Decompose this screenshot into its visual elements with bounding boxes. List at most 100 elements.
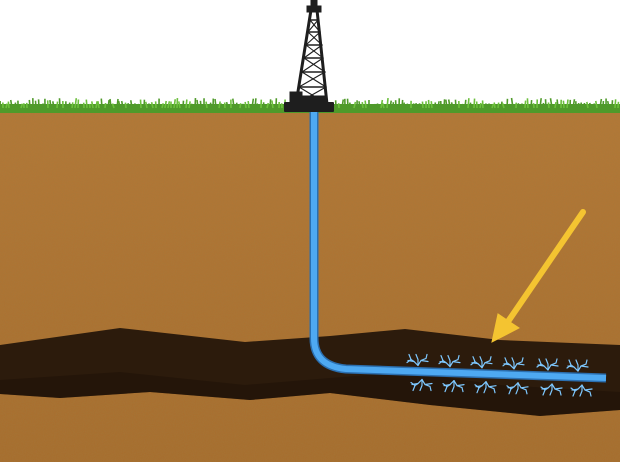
grass-blade	[473, 98, 476, 109]
fracture-branch	[542, 383, 553, 396]
grass-blade	[500, 101, 503, 109]
grass-blade	[9, 99, 13, 109]
grass-blade	[376, 103, 379, 109]
grass-blade	[28, 99, 31, 109]
fracture-branch	[517, 382, 528, 395]
grass-blade	[341, 99, 345, 109]
grass-blade	[443, 99, 446, 109]
grass-blade	[244, 101, 247, 109]
grass-blade	[467, 98, 470, 109]
fracture-branch	[451, 380, 455, 393]
grass-blade	[79, 103, 82, 109]
fracture-branch	[572, 384, 583, 397]
grass-blade	[111, 103, 115, 109]
grass-blade	[107, 99, 110, 109]
grass-blade	[450, 102, 454, 109]
fracture-icon	[438, 355, 461, 368]
fracture-icon	[442, 380, 465, 393]
fracture-branch	[476, 381, 487, 394]
grass-blade	[49, 99, 52, 109]
grass-blade	[491, 103, 495, 109]
grass-blade	[167, 101, 171, 109]
fracture-branch	[540, 386, 546, 391]
grass-blade	[239, 103, 242, 109]
fracture-branch	[506, 385, 512, 390]
grass-blade	[532, 103, 535, 109]
grass-blade	[594, 100, 598, 109]
fracture-branch	[508, 382, 519, 395]
fracture-branch	[442, 383, 448, 388]
grass-blade	[348, 102, 352, 109]
grass-blade	[549, 98, 553, 109]
grass-blade	[389, 100, 393, 109]
grass-blade	[71, 102, 74, 109]
grass-blade	[418, 103, 421, 109]
grass-blade	[556, 99, 559, 109]
fracture-branch	[417, 353, 428, 367]
fracture-branch	[584, 388, 593, 391]
fracture-branch	[554, 387, 563, 390]
grass-blade	[161, 103, 164, 109]
grass-blade	[14, 102, 17, 109]
grass-blade	[90, 101, 94, 109]
grass-blade	[454, 99, 457, 109]
fracture-branch	[513, 357, 524, 370]
grass-blade	[205, 101, 208, 109]
grass-blade	[381, 102, 385, 109]
fracture-branch	[545, 358, 549, 371]
grass-blade	[493, 102, 496, 109]
grass-blade	[547, 102, 550, 109]
grass-blade	[144, 101, 148, 109]
grass-blade	[104, 102, 107, 109]
fracture-icon	[536, 358, 559, 371]
fracture-branch	[419, 378, 423, 392]
fracture-branch	[408, 353, 419, 367]
fracture-branch	[483, 381, 487, 394]
grass-blade	[117, 100, 121, 109]
fracture-icon	[570, 384, 593, 397]
grass-blade	[256, 103, 259, 109]
grass-blade	[401, 99, 404, 109]
fracture-branch	[515, 382, 519, 395]
grass-blade	[539, 98, 542, 109]
fracture-branch	[575, 359, 579, 372]
fracture-branch	[447, 355, 451, 368]
grass-blade	[583, 102, 586, 109]
fracture-icon	[502, 357, 525, 370]
fracture-branch	[551, 383, 562, 396]
grass-blade	[524, 100, 527, 109]
grass-blade	[430, 101, 433, 109]
grass-blade	[562, 100, 565, 109]
grass-blade	[447, 99, 451, 109]
grass-blade	[34, 100, 37, 109]
grass-blade	[120, 100, 124, 109]
fracture-branch	[520, 386, 529, 389]
fracture-branch	[420, 359, 429, 363]
grass-blade	[251, 98, 255, 109]
fracture-branch	[502, 362, 508, 367]
fracture-branch	[470, 361, 476, 366]
fracture-branch	[581, 384, 592, 397]
grass-blade	[415, 102, 418, 109]
grass-blade	[361, 102, 364, 109]
grass-blade	[588, 102, 592, 109]
grass-blade	[58, 98, 61, 109]
grass-blade	[572, 99, 576, 109]
grass-blade	[209, 102, 212, 109]
fracture-icon	[474, 381, 497, 394]
fracture-branch	[547, 358, 558, 371]
fracture-branch	[474, 384, 480, 389]
fracture-branch	[566, 364, 572, 369]
fracture-branch	[444, 380, 455, 393]
fracture-icon	[540, 383, 563, 396]
fracture-branch	[504, 357, 515, 370]
fracture-branch	[415, 353, 419, 367]
grass-blade	[421, 101, 424, 109]
grass-blade	[127, 103, 130, 109]
grass-blade	[177, 101, 181, 109]
fracture-branch	[580, 365, 589, 368]
fracture-branch	[424, 382, 433, 386]
grass-blade	[51, 101, 55, 109]
grass-blade	[68, 102, 71, 109]
grass-blade	[185, 99, 188, 109]
